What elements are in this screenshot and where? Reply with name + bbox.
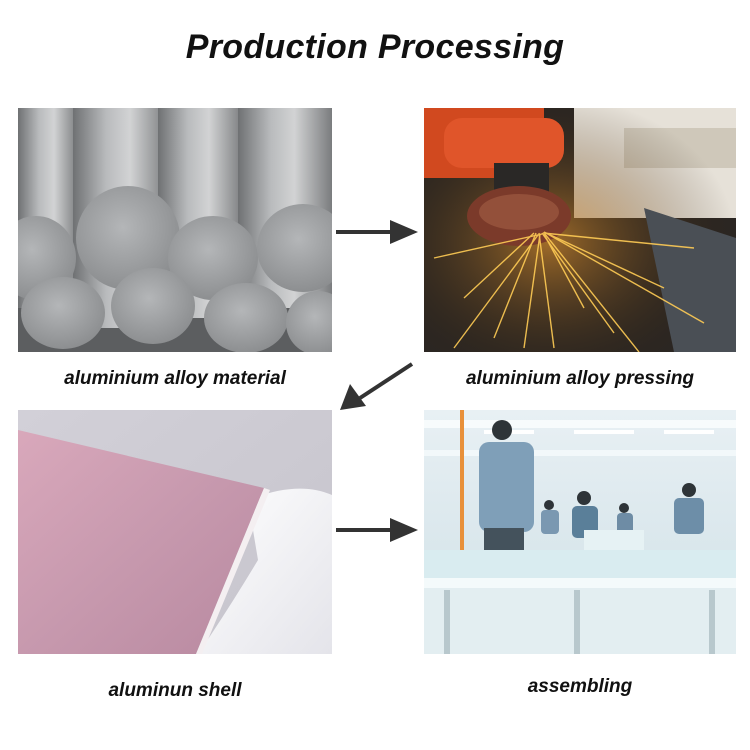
arrow-right-icon [336,220,418,244]
factory-assembly-line-photo [424,410,736,654]
aluminium-rods-photo [18,108,332,352]
angle-grinder-sparks-photo [424,108,736,352]
step-caption-assembling: assembling [527,676,633,697]
arrow-down-left-icon [340,362,414,410]
step-caption-shell: aluminun shell [108,680,242,701]
step-caption-pressing: aluminium alloy pressing [465,368,695,389]
aluminium-panel-photo [18,410,332,654]
arrow-right-icon [336,518,418,542]
page-title: Production Processing [185,28,565,66]
step-caption-material: aluminium alloy material [64,368,286,389]
